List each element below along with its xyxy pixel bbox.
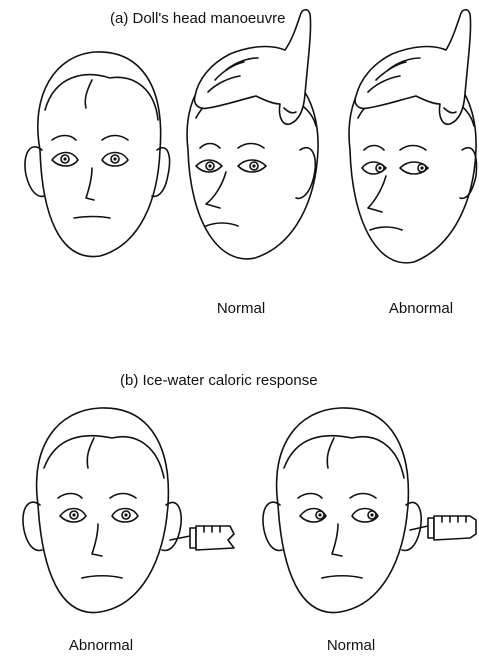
face-b-abnormal bbox=[23, 408, 234, 613]
face-a-normal bbox=[187, 10, 318, 259]
mouth bbox=[74, 217, 110, 219]
hairline bbox=[45, 75, 158, 120]
hand bbox=[195, 10, 311, 125]
syringe bbox=[410, 516, 476, 540]
face-a-abnormal bbox=[349, 10, 476, 263]
face-b-normal bbox=[263, 408, 476, 613]
face-a-frontal bbox=[25, 52, 170, 257]
head-outline bbox=[38, 52, 161, 257]
